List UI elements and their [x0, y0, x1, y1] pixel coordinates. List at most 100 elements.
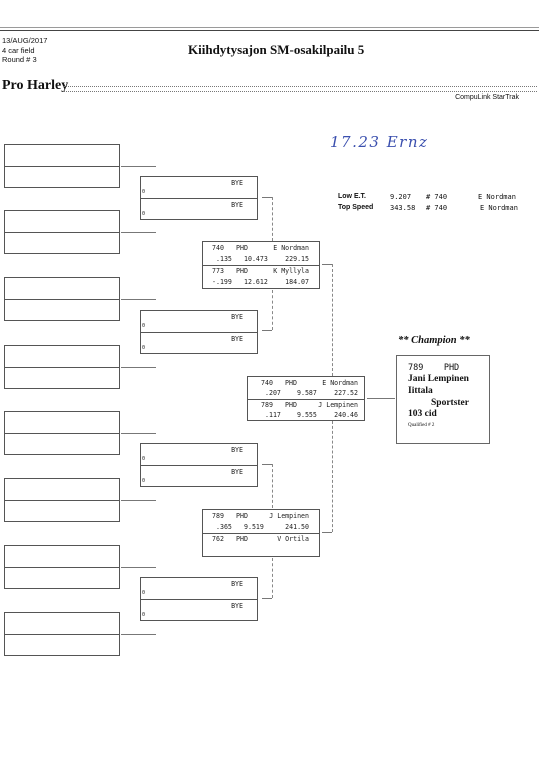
connector	[322, 264, 332, 265]
car-number: 789	[261, 401, 273, 409]
top-rule	[0, 27, 539, 28]
speed: 227.52	[334, 389, 358, 397]
reaction-time: .135	[216, 255, 232, 263]
top-speed-car: # 740	[426, 204, 448, 212]
lane-top-mark: 0	[142, 323, 146, 329]
connector	[272, 197, 273, 241]
connector	[121, 634, 156, 635]
car-class: PHD	[236, 244, 248, 252]
connector	[121, 567, 156, 568]
entry-box-2	[4, 210, 120, 254]
class-dotted-rule	[63, 86, 537, 92]
round1-pair-1: BYE 0 BYE 0	[140, 176, 258, 220]
connector	[121, 232, 156, 233]
round1-pair-3: BYE 0 BYE 0	[140, 443, 258, 487]
lane-top-mark: 0	[142, 590, 146, 596]
top-rule-2	[0, 30, 539, 31]
entry-box-4	[4, 345, 120, 389]
car-class: PHD	[236, 267, 248, 275]
lane-top-label: BYE	[231, 580, 243, 588]
entry-box-6	[4, 478, 120, 522]
connector	[121, 500, 156, 501]
lane-bottom-label: BYE	[231, 468, 243, 476]
lane-top-mark: 0	[142, 189, 146, 195]
reaction-time: .365	[216, 523, 232, 531]
driver-name: E Nordman	[322, 379, 358, 387]
driver-name: J Lempinen	[269, 512, 309, 520]
event-title: Kiihdytysajon SM-osakilpailu 5	[188, 42, 365, 57]
connector	[367, 398, 395, 399]
low-et-driver: E Nordman	[478, 193, 516, 201]
elapsed-time: 9.555	[297, 411, 317, 419]
connector	[121, 299, 156, 300]
round2-pair-2: 789 PHD J Lempinen .365 9.519 241.50 762…	[202, 509, 320, 557]
driver-name: K Myllyla	[273, 267, 309, 275]
field-size: 4 car field	[2, 45, 35, 55]
lane-top-label: BYE	[231, 446, 243, 454]
software-name: CompuLink StarTrak	[455, 94, 519, 101]
car-class: PHD	[236, 535, 248, 543]
car-number: 762	[212, 535, 224, 543]
elapsed-time: 10.473	[244, 255, 268, 263]
reaction-time: .207	[265, 389, 281, 397]
top-speed-driver: E Nordman	[480, 204, 518, 212]
connector	[322, 532, 332, 533]
connector	[262, 598, 272, 599]
driver-name: E Nordman	[273, 244, 309, 252]
lane-bottom-mark: 0	[142, 612, 146, 618]
connector	[121, 166, 156, 167]
event-date: 13/AUG/2017	[2, 36, 48, 45]
connector	[332, 421, 333, 532]
car-class: PHD	[285, 401, 297, 409]
car-class: PHD	[236, 512, 248, 520]
reaction-time: -.199	[212, 278, 232, 286]
connector	[272, 558, 273, 598]
round1-pair-2: BYE 0 BYE 0	[140, 310, 258, 354]
speed: 184.07	[285, 278, 309, 286]
speed: 241.50	[285, 523, 309, 531]
speed: 229.15	[285, 255, 309, 263]
champion-hometown: Iittala	[408, 386, 433, 396]
lane-bottom-label: BYE	[231, 602, 243, 610]
final-pair: 740 PHD E Nordman .207 9.587 227.52 789 …	[247, 376, 365, 421]
connector	[121, 433, 156, 434]
lane-top-mark: 0	[142, 456, 146, 462]
elapsed-time: 9.519	[244, 523, 264, 531]
entry-box-5	[4, 411, 120, 455]
champion-box: 789 PHD Jani Lempinen Iittala Sportster …	[396, 355, 490, 444]
speed: 240.46	[334, 411, 358, 419]
connector	[272, 290, 273, 330]
connector	[262, 197, 272, 198]
connector	[121, 367, 156, 368]
lane-bottom-mark: 0	[142, 345, 146, 351]
connector	[262, 464, 272, 465]
champion-car-class: 789 PHD	[408, 363, 460, 373]
lane-bottom-mark: 0	[142, 478, 146, 484]
champion-qualified: Qualified # 2	[408, 423, 435, 428]
top-speed-label: Top Speed	[338, 204, 374, 211]
entry-box-3	[4, 277, 120, 321]
car-number: 773	[212, 267, 224, 275]
records-block: Low E.T. 9.207 # 740 E Nordman Top Speed…	[338, 193, 528, 213]
champion-heading: ** Champion **	[398, 335, 470, 346]
top-speed-value: 343.58	[390, 204, 416, 212]
car-class: PHD	[285, 379, 297, 387]
entry-box-7	[4, 545, 120, 589]
elapsed-time: 9.587	[297, 389, 317, 397]
low-et-label: Low E.T.	[338, 193, 366, 200]
handwritten-note: 17.23 Ernz	[330, 133, 429, 151]
lane-top-label: BYE	[231, 313, 243, 321]
class-name: Pro Harley	[2, 78, 69, 93]
round1-pair-4: BYE 0 BYE 0	[140, 577, 258, 621]
champion-driver: Jani Lempinen	[408, 374, 469, 384]
car-number: 740	[212, 244, 224, 252]
car-number: 740	[261, 379, 273, 387]
round2-pair-1: 740 PHD E Nordman .135 10.473 229.15 773…	[202, 241, 320, 289]
car-number: 789	[212, 512, 224, 520]
lane-bottom-label: BYE	[231, 335, 243, 343]
low-et-car: # 740	[426, 193, 448, 201]
entry-box-8	[4, 612, 120, 656]
round-number: Round # 3	[2, 55, 37, 64]
connector	[262, 330, 272, 331]
driver-name: V Ortila	[277, 535, 309, 543]
